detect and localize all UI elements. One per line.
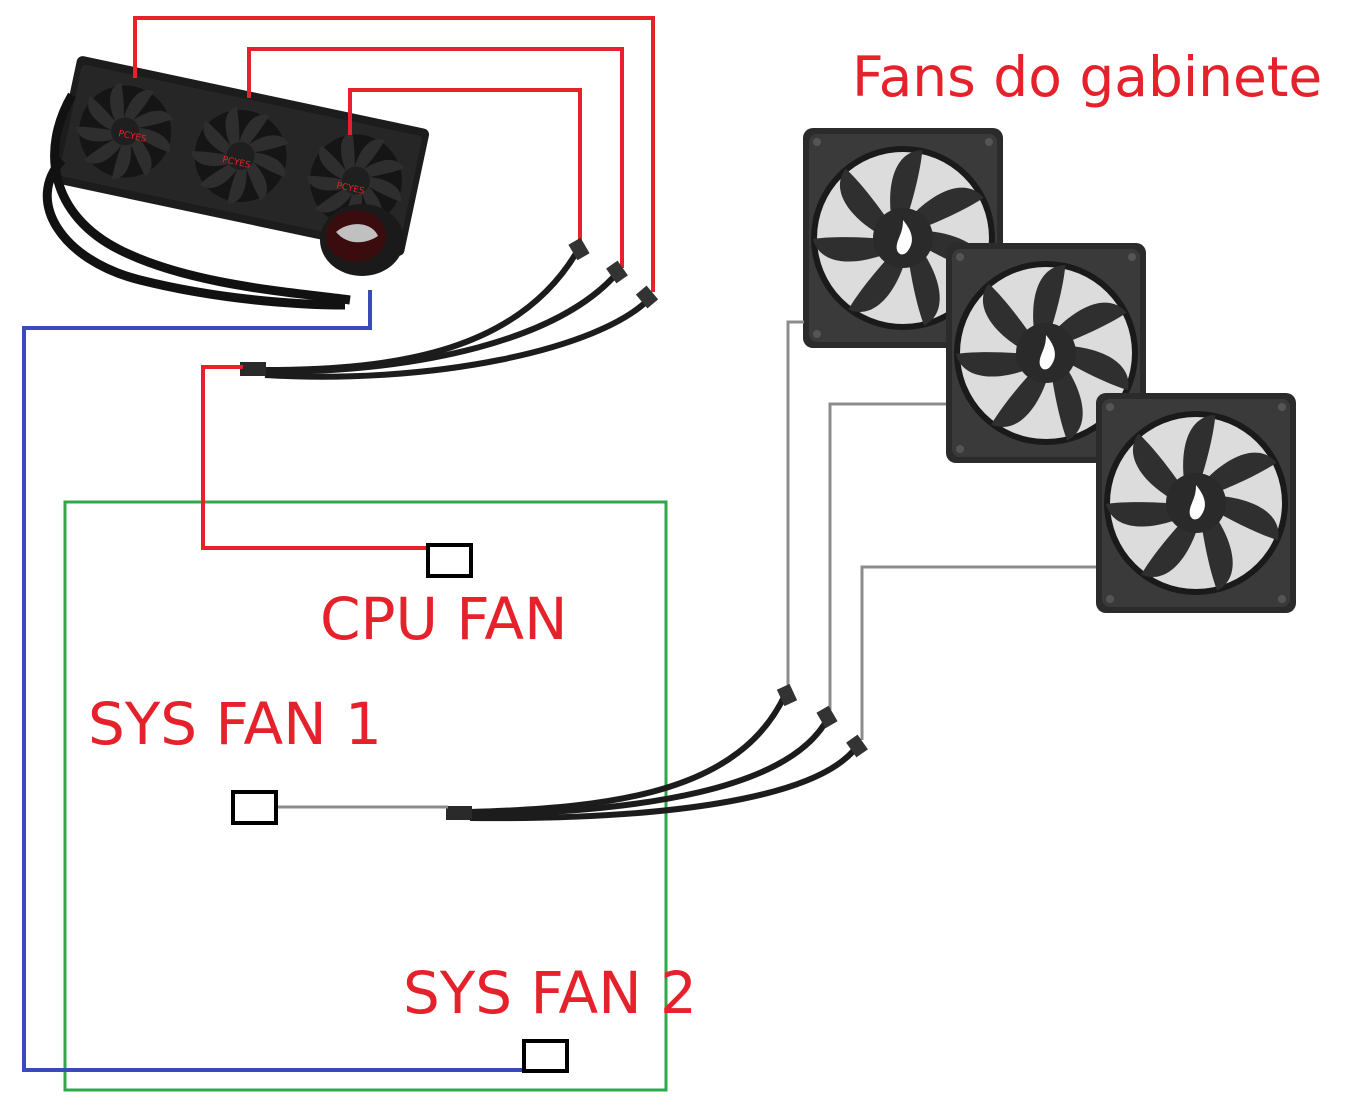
cooler-fan-3-wire (348, 88, 582, 245)
case-fan-1-wire (786, 320, 804, 685)
fan-header-icon (426, 543, 473, 578)
sys-fan-1-label: SYS FAN 1 (88, 690, 382, 758)
case-fans-label: Fans do gabinete (852, 45, 1323, 109)
pump-block-icon (320, 204, 404, 276)
aio-radiator-icon: PCYES PCYES PCYES (52, 56, 430, 256)
case-fan-icon (1096, 393, 1296, 613)
cooler-tube-2 (42, 156, 346, 310)
cooler-fan-1-wire (133, 16, 655, 292)
cooler-fan-2-wire (247, 47, 624, 268)
splitter-cable-icon (446, 683, 868, 822)
splitter-cable-icon (240, 237, 659, 380)
fan-header-icon (231, 790, 278, 825)
cpu-fan-label: CPU FAN (320, 585, 568, 653)
case-fan-3-wire (860, 565, 1096, 740)
pump-wire (22, 290, 524, 1072)
fan-header-icon (522, 1039, 569, 1073)
cooler-tube-1 (50, 92, 351, 305)
cpu-fan-wire (201, 365, 430, 550)
sys-fan-2-label: SYS FAN 2 (403, 959, 697, 1027)
case-fan-2-wire (828, 402, 946, 710)
